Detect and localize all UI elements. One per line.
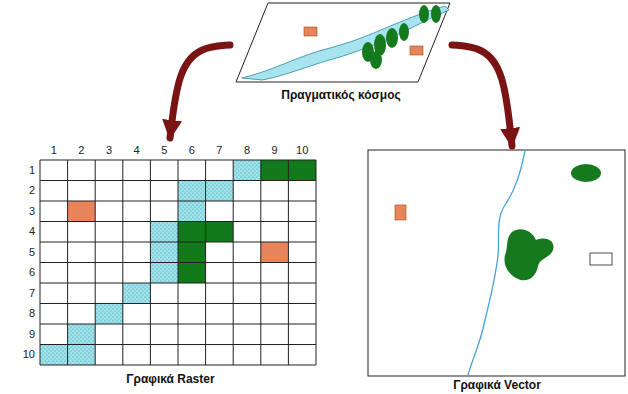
river-cell [150, 242, 178, 263]
grid-line [40, 365, 316, 366]
house-cell [68, 201, 96, 222]
row-number: 5 [29, 246, 35, 259]
grid-line [40, 201, 316, 202]
column-number: 4 [134, 144, 140, 157]
forest-cell [261, 160, 289, 181]
grid-line [40, 242, 316, 243]
row-number: 2 [29, 184, 35, 197]
panel-caption: Γραφικά Vector [453, 378, 541, 392]
grid-line [40, 324, 316, 325]
vector-panel: Γραφικά Vector [366, 148, 628, 394]
flow-arrow [170, 45, 230, 138]
river-cell [150, 222, 178, 243]
column-number: 1 [51, 144, 57, 157]
river-cell [68, 345, 96, 366]
vector-map [368, 150, 625, 376]
real-world-panel: Πραγματικός κόσμος [230, 0, 452, 110]
river-cell [178, 181, 206, 202]
river-cell [123, 283, 151, 304]
row-number: 9 [29, 328, 35, 341]
flow-arrow [452, 45, 512, 146]
raster-grid [40, 160, 316, 365]
column-number: 5 [161, 144, 167, 157]
row-number: 3 [29, 205, 35, 218]
row-number: 6 [29, 266, 35, 279]
row-number: 4 [29, 225, 35, 238]
grid-line [40, 221, 316, 222]
forest-cell [206, 222, 234, 243]
grid-line [40, 262, 316, 263]
river-cell [178, 201, 206, 222]
river-cell [95, 304, 123, 325]
row-number: 8 [29, 307, 35, 320]
column-number: 6 [189, 144, 195, 157]
column-number: 7 [216, 144, 222, 157]
column-number: 10 [296, 144, 308, 157]
river-cell [206, 181, 234, 202]
row-number: 7 [29, 287, 35, 300]
panel-caption: Πραγματικός κόσμος [281, 88, 401, 102]
grid-line [40, 303, 316, 304]
river-cell [68, 324, 96, 345]
column-number: 3 [106, 144, 112, 157]
forest-cell [288, 160, 316, 181]
column-number: 8 [244, 144, 250, 157]
row-number: 1 [29, 164, 35, 177]
river-cell [150, 263, 178, 284]
forest-cell [178, 222, 206, 243]
river-cell [233, 160, 261, 181]
real-world-map [236, 3, 450, 82]
forest-cell [178, 263, 206, 284]
grid-line [40, 344, 316, 345]
column-number: 9 [272, 144, 278, 157]
column-number: 2 [78, 144, 84, 157]
grid-line [40, 180, 316, 181]
panel-caption: Γραφικά Raster [126, 372, 214, 386]
forest-cell [178, 242, 206, 263]
river-cell [40, 345, 68, 366]
grid-line [40, 160, 316, 161]
row-number: 10 [23, 348, 35, 361]
house-cell [261, 242, 289, 263]
grid-line [40, 283, 316, 284]
raster-panel: Γραφικά Raster [18, 140, 323, 392]
